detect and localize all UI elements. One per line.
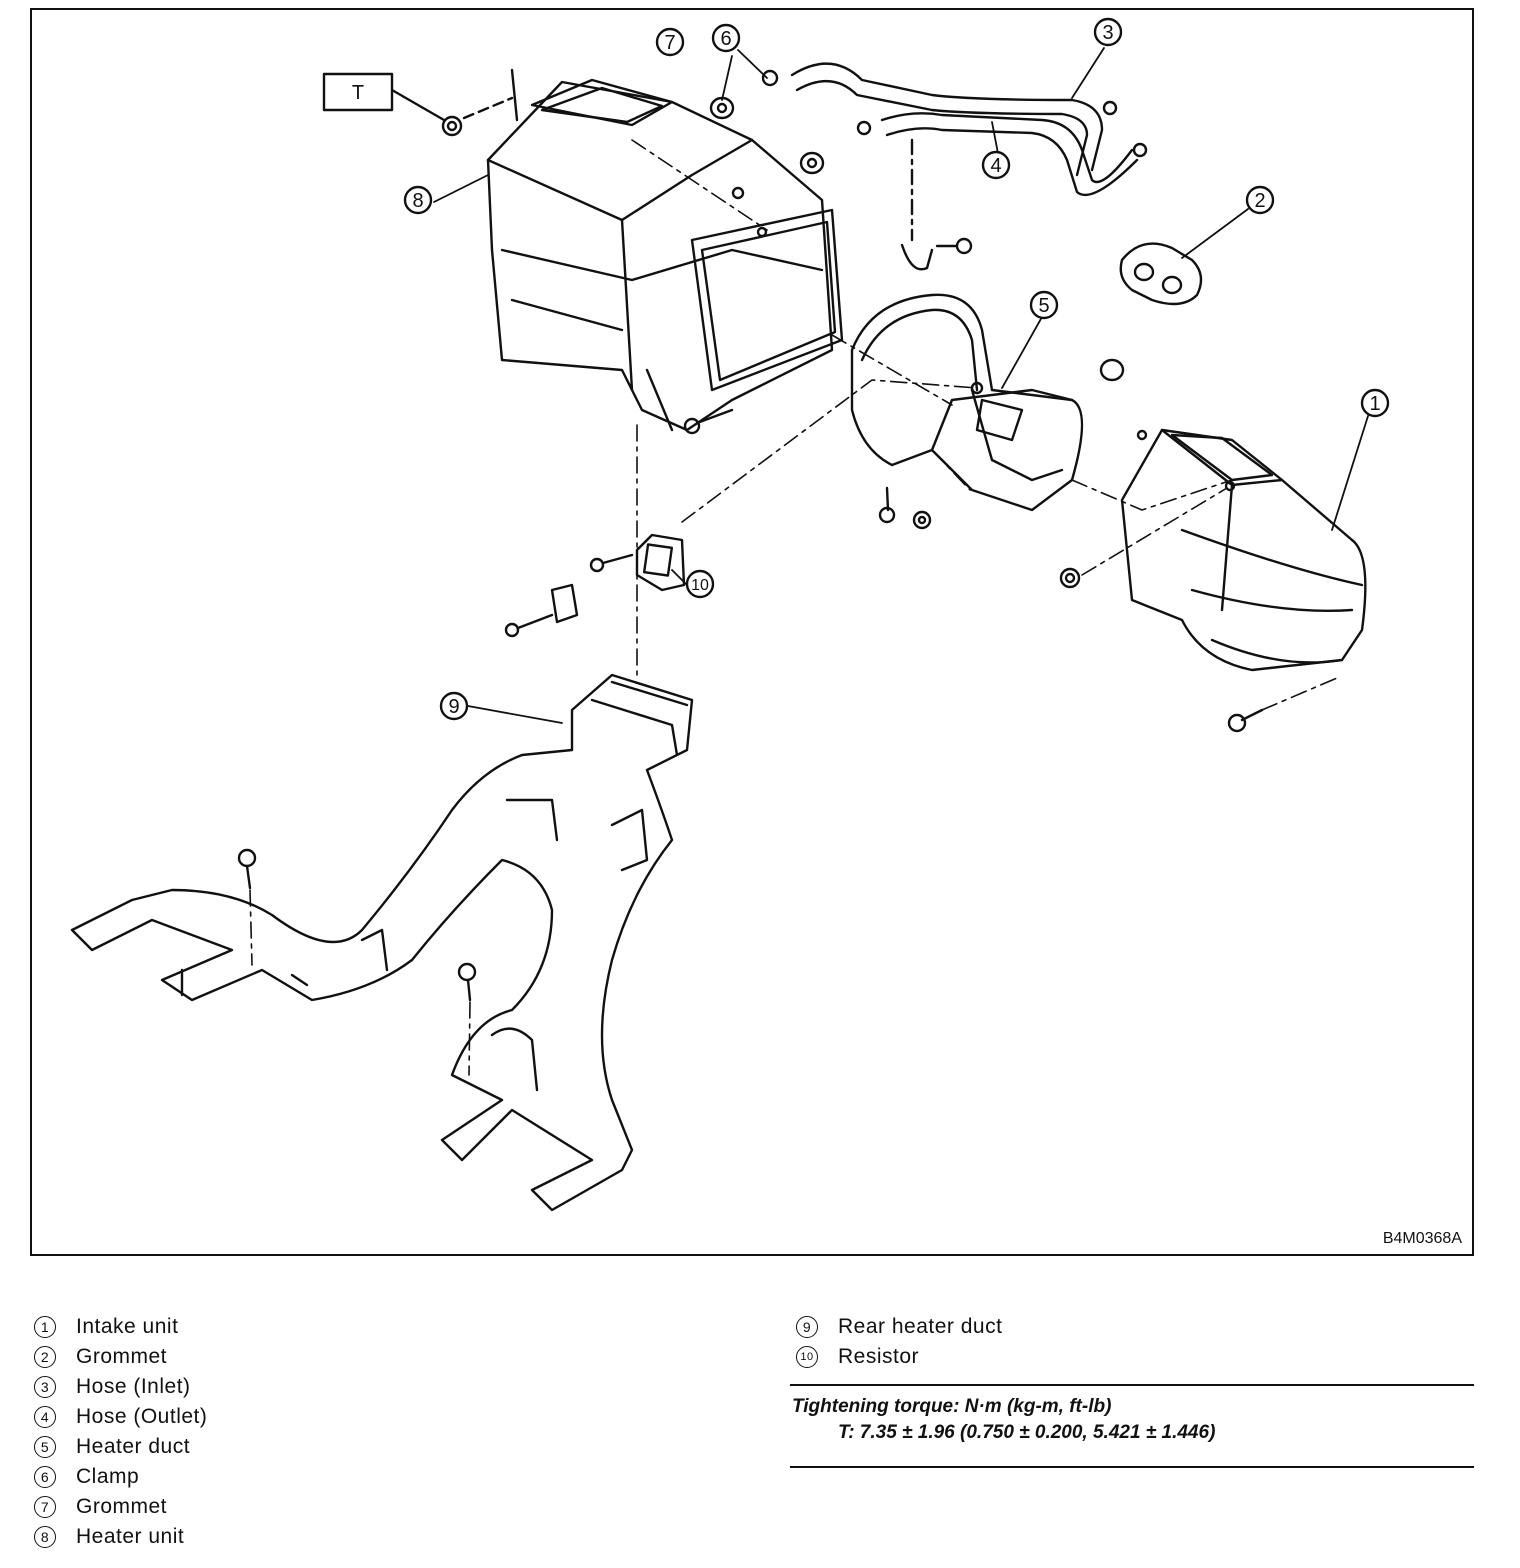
heater-duct-drawing	[850, 293, 1084, 512]
intake-unit-drawing	[1120, 428, 1367, 672]
torque-value: T: 7.35 ± 1.96 (0.750 ± 0.200, 5.421 ± 1…	[838, 1422, 1216, 1443]
hose-outlet-drawing	[856, 112, 1148, 197]
callout-6: 6	[711, 23, 741, 53]
callout-3: 3	[1093, 17, 1123, 47]
svg-text:7: 7	[664, 32, 675, 54]
svg-text:2: 2	[1254, 190, 1265, 212]
hose-inlet-drawing	[761, 62, 1118, 177]
leader-lines	[433, 47, 1369, 724]
svg-text:5: 5	[1038, 295, 1049, 317]
torque-bottom-rule	[790, 1466, 1474, 1468]
rear-heater-duct-drawing	[70, 673, 694, 1212]
torque-marker-text: T	[352, 82, 364, 104]
exploded-diagram: T	[30, 8, 1474, 1256]
svg-text:1: 1	[1369, 393, 1380, 415]
torque-marker-box	[322, 72, 394, 112]
svg-text:9: 9	[448, 696, 459, 718]
grommet-small	[1099, 358, 1125, 382]
assembly-lines	[249, 139, 1338, 1076]
svg-text:4: 4	[990, 155, 1001, 177]
torque-spec: Tightening torque: N·m (kg-m, ft-lb) T: …	[792, 1394, 1215, 1446]
callout-8: 8	[403, 185, 433, 215]
svg-text:10: 10	[691, 577, 709, 594]
svg-text:3: 3	[1102, 22, 1113, 44]
resistor-drawing	[504, 533, 686, 638]
grommet-7-drawing	[709, 96, 825, 175]
grommet-2-drawing	[1119, 242, 1203, 306]
diagram-canvas: T	[70, 17, 1390, 1212]
heater-unit-drawing	[486, 68, 844, 432]
callout-4: 4	[981, 150, 1011, 180]
torque-heading: Tightening torque: N·m (kg-m, ft-lb)	[792, 1396, 1112, 1417]
callout-5: 5	[1029, 290, 1059, 320]
svg-text:6: 6	[720, 28, 731, 50]
callout-2: 2	[1245, 185, 1275, 215]
callout-7: 7	[655, 27, 685, 57]
torque-top-rule	[790, 1384, 1474, 1386]
callout-1: 1	[1360, 388, 1390, 418]
screw-drawings	[683, 408, 1264, 733]
callout-10: 10	[685, 569, 715, 599]
hose-clip-drawing	[900, 237, 973, 271]
callouts: 1 2 3 4 5 6 7 8 9 10	[403, 17, 1390, 721]
diagram-ref-code: B4M0368A	[1382, 1230, 1462, 1247]
svg-text:8: 8	[412, 190, 423, 212]
torque-nut	[390, 88, 514, 137]
callout-9: 9	[439, 691, 469, 721]
